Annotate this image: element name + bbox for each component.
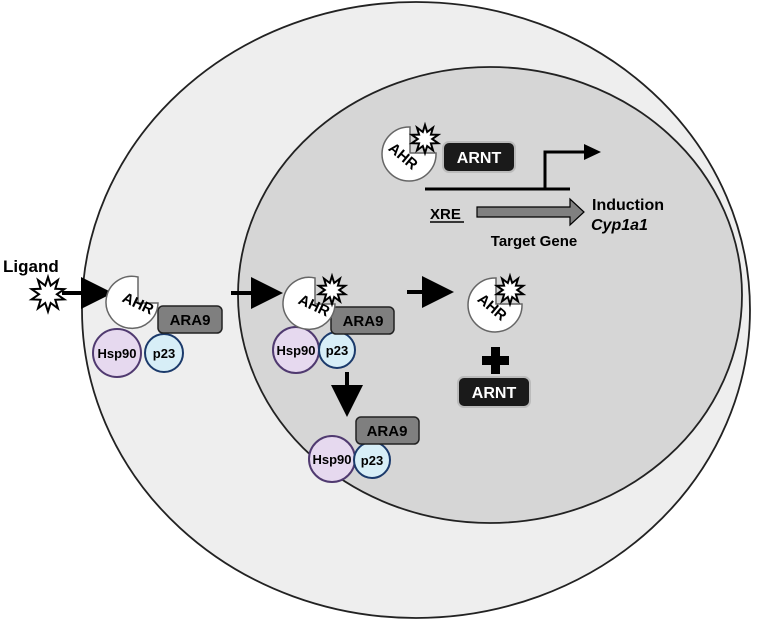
hsp90-protein [92, 328, 142, 378]
ara9-protein [157, 305, 223, 334]
p23-label: p23 [153, 346, 175, 361]
ahr-arnt-heterodimer: AHR ARNT [381, 121, 516, 182]
p23-protein [144, 333, 184, 373]
ara9-label: ARA9 [343, 313, 384, 330]
hsp90-label: Hsp90 [312, 452, 351, 467]
ligand-icon [408, 121, 442, 157]
released-chaperone-complex: Hsp90 p23 ARA9 [308, 416, 420, 483]
hsp90-label: Hsp90 [276, 343, 315, 358]
arnt-protein [457, 376, 531, 408]
arnt-label: ARNT [457, 150, 502, 167]
ligand-label: Ligand [3, 257, 59, 276]
arnt-protein [442, 141, 516, 173]
p23-label: p23 [361, 453, 383, 468]
ara9-label: ARA9 [367, 423, 408, 440]
target-gene-arrow [476, 197, 585, 227]
transcription-start-arrow [543, 150, 586, 189]
ahr-receptor [467, 277, 523, 333]
hsp90-label: Hsp90 [97, 346, 136, 361]
plus-icon [482, 347, 509, 374]
ara9-protein [330, 306, 395, 335]
ahr-receptor [381, 126, 437, 182]
ligand-icon [493, 272, 527, 308]
ara9-protein [355, 416, 420, 445]
ahr-receptor [282, 276, 336, 331]
ahr-receptor [105, 275, 159, 330]
ara9-label: ARA9 [170, 312, 211, 329]
arnt-free: ARNT [457, 376, 531, 408]
ahr-complex-cytoplasm: Hsp90 p23 ARA9 AHR [92, 275, 223, 378]
p23-label: p23 [326, 343, 348, 358]
ahr-complex-nucleus: Hsp90 p23 ARA9 AHR [272, 272, 395, 374]
cyp1a1-label: Cyp1a1 [591, 217, 648, 234]
ahr-ligand-free: AHR [467, 272, 527, 333]
induction-label: Induction [592, 197, 664, 214]
transcription-arrowhead [584, 144, 601, 160]
xre-label: XRE [430, 206, 461, 223]
ligand-icon [315, 272, 349, 308]
target-gene-label: Target Gene [491, 233, 577, 250]
ligand-icon [28, 273, 68, 315]
arnt-label: ARNT [472, 385, 517, 402]
